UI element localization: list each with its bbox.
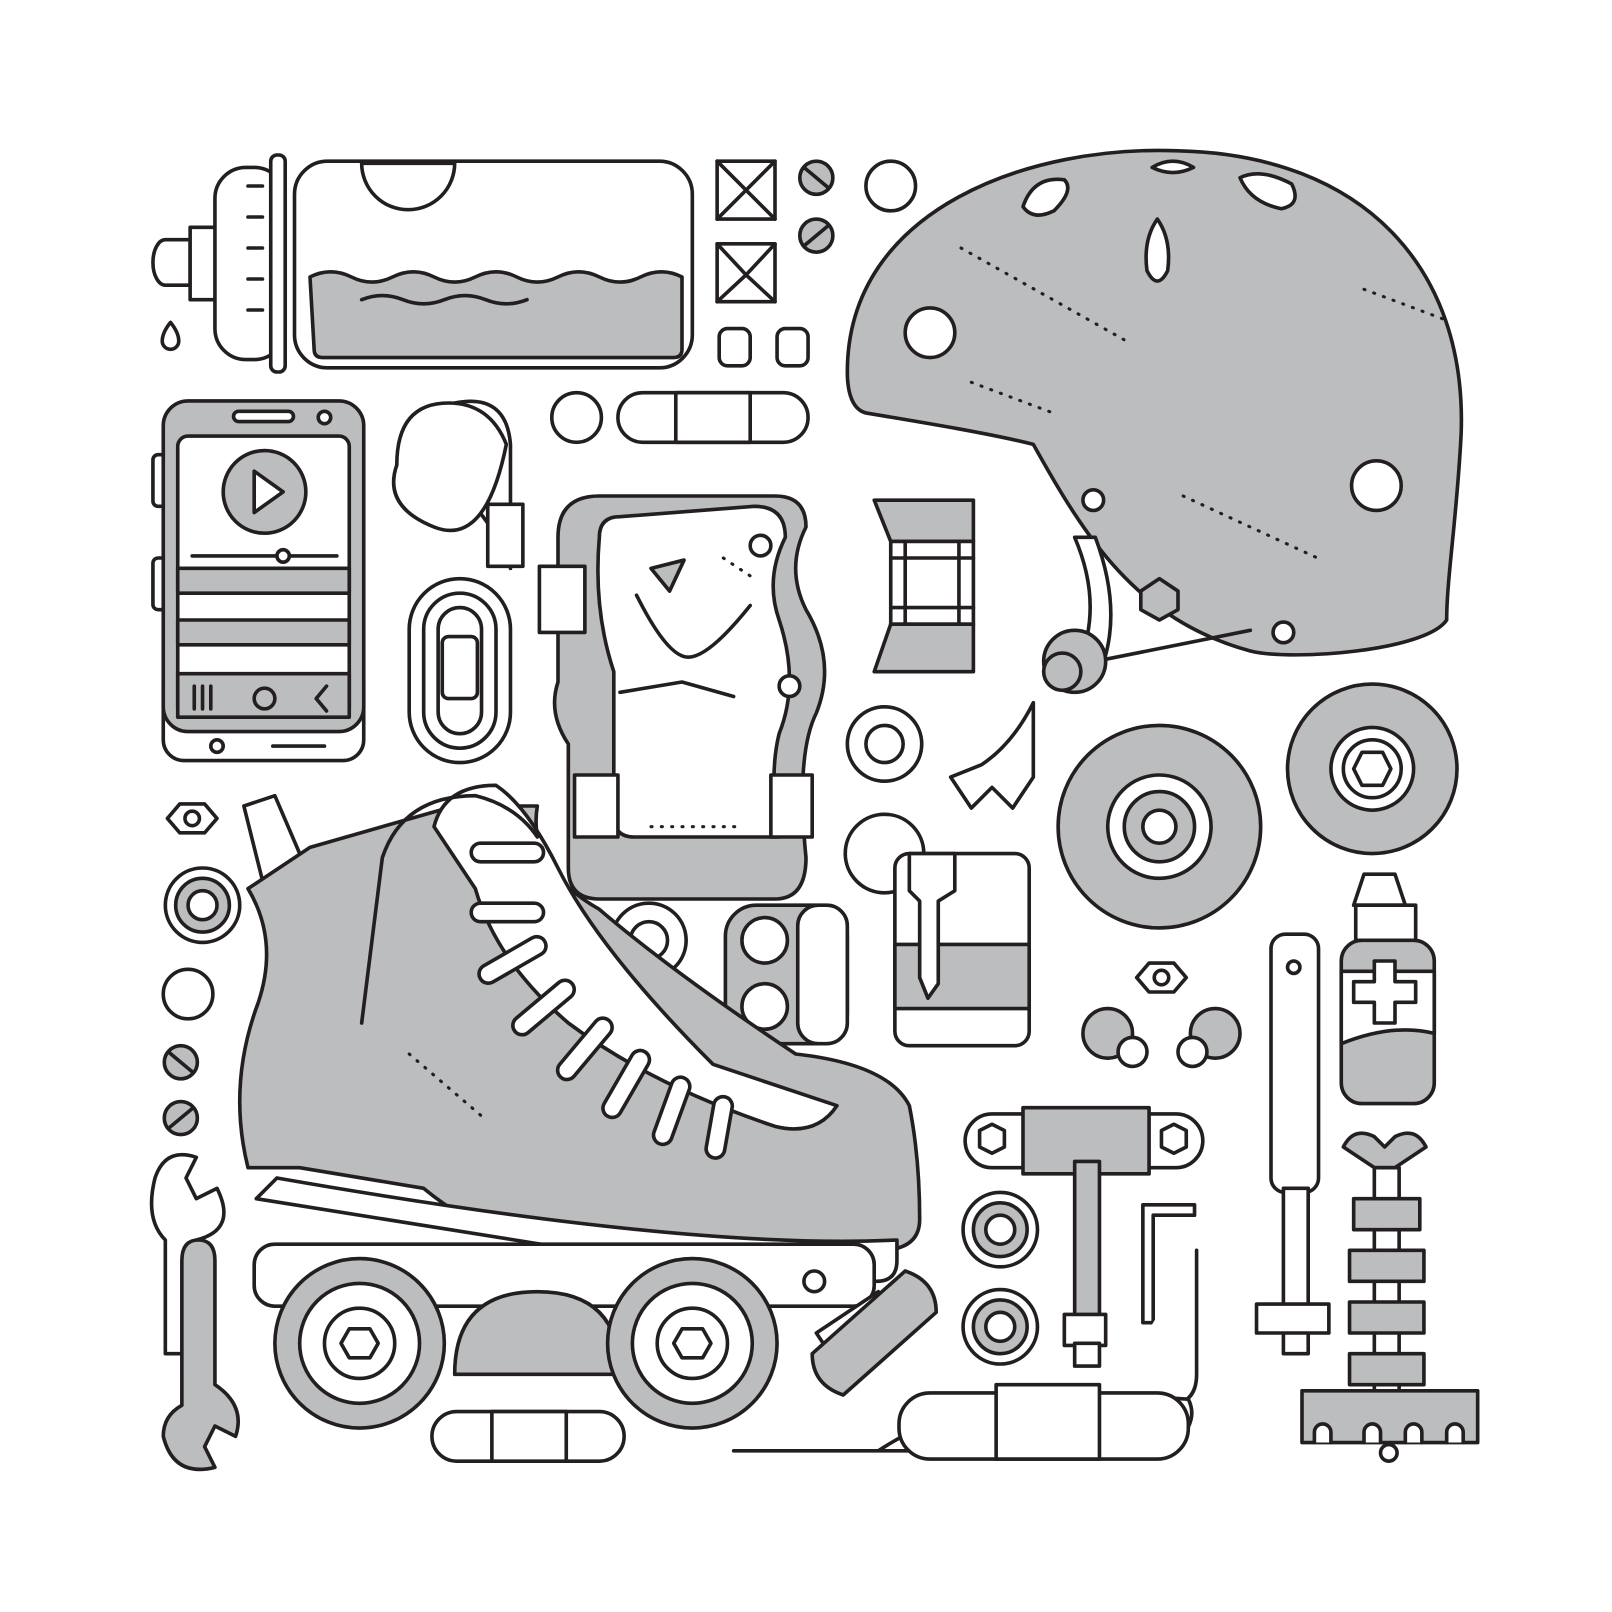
nuts-icon bbox=[165, 802, 1189, 994]
keys-icon bbox=[843, 812, 1032, 1048]
cushion-stand-icon bbox=[1300, 1131, 1480, 1463]
helmet-icon bbox=[845, 148, 1464, 810]
axle-spacer-icon bbox=[872, 498, 976, 674]
smartphone-icon bbox=[151, 399, 366, 763]
water-bottle-icon bbox=[151, 153, 695, 374]
patches-icon bbox=[715, 159, 810, 368]
roller-skate-icon bbox=[237, 783, 922, 1430]
shoelace-icon bbox=[731, 1382, 1194, 1461]
wrist-guard-icon bbox=[537, 494, 827, 901]
earphones-icon bbox=[391, 399, 525, 765]
lubricant-bottle-icon bbox=[1339, 872, 1437, 1106]
earbuds-case-icon bbox=[723, 903, 850, 1046]
screws-icon bbox=[161, 159, 918, 1137]
wrench-icon bbox=[149, 1152, 240, 1472]
screwdriver-icon bbox=[1254, 932, 1331, 1356]
bandage-icon bbox=[430, 390, 810, 1463]
toe-stop-icon bbox=[810, 1269, 939, 1397]
wheels-icon bbox=[1056, 682, 1459, 930]
ear-plugs-icon bbox=[1081, 1006, 1242, 1069]
